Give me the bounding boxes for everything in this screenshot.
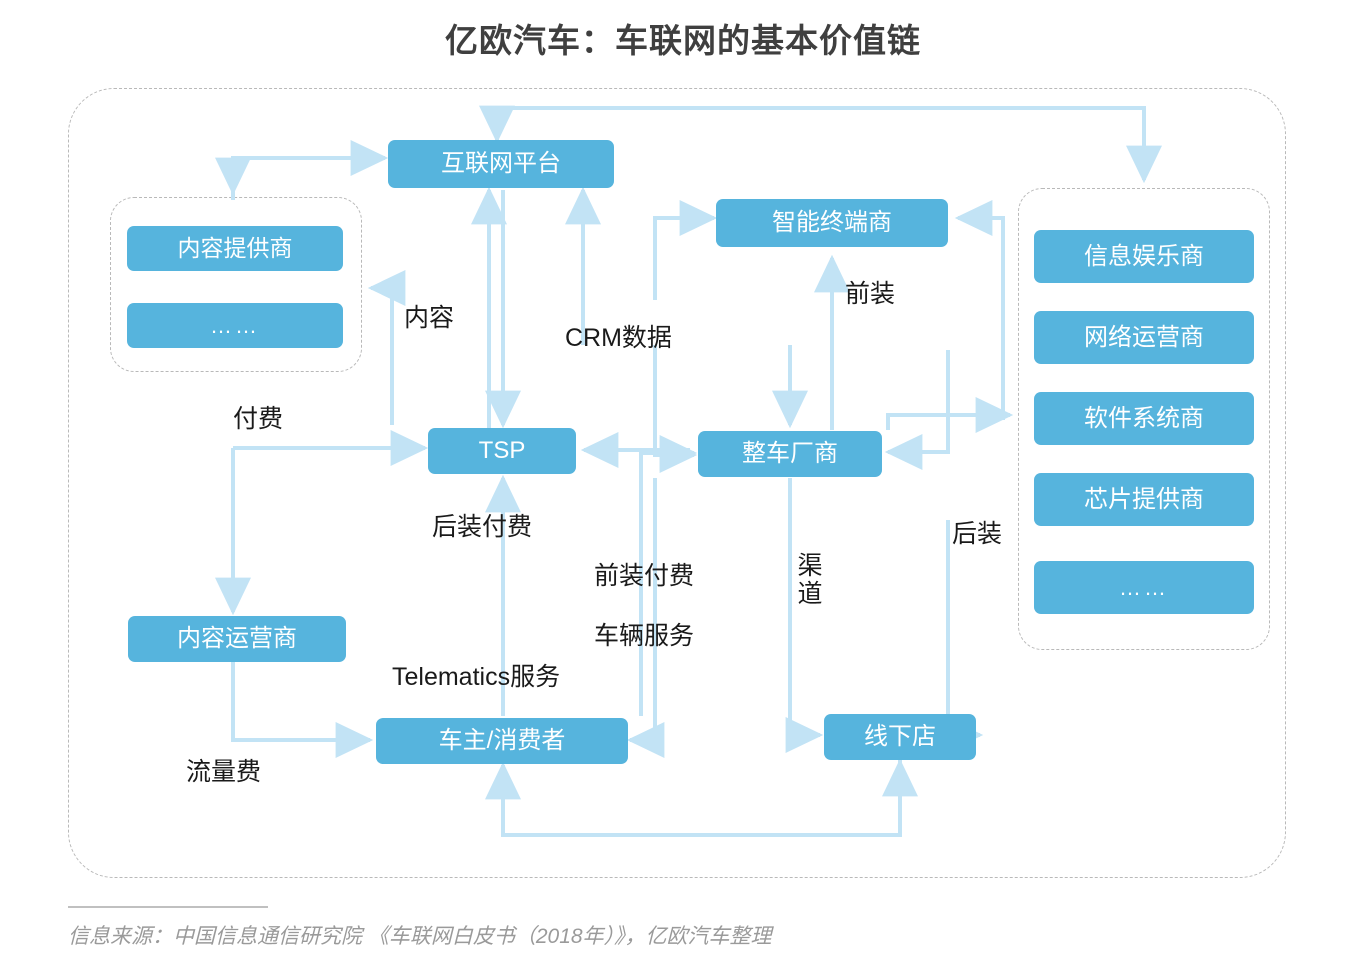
source-divider: [68, 906, 268, 908]
node-label: ……: [1119, 574, 1169, 600]
outer-boundary-frame: [68, 88, 1286, 878]
node-car-owner[interactable]: 车主/消费者: [376, 718, 628, 764]
edge-label-content: 内容: [404, 304, 455, 332]
edge-label-post-install: 后装: [952, 520, 1003, 548]
supplier-group-frame: [1018, 188, 1270, 650]
node-label: 芯片提供商: [1084, 485, 1204, 513]
edge-label-crm-data: CRM数据: [565, 324, 672, 352]
node-offline-store[interactable]: 线下店: [824, 714, 976, 760]
node-label: 内容提供商: [177, 235, 293, 261]
node-content-operator[interactable]: 内容运营商: [128, 616, 346, 662]
edge-label-vehicle-service: 车辆服务: [594, 622, 695, 650]
edge-label-data-fee: 流量费: [186, 758, 262, 786]
edge-label-telematics-service: Telematics服务: [392, 663, 561, 691]
node-internet-platform[interactable]: 互联网平台: [388, 140, 614, 188]
edge-label-pre-install-pay: 前装付费: [594, 562, 695, 590]
node-chip-provider[interactable]: 芯片提供商: [1034, 473, 1254, 526]
edge-label-pre-install: 前装: [845, 280, 896, 308]
edge-label-post-install-pay: 后装付费: [432, 513, 533, 541]
node-label: 智能终端商: [772, 209, 892, 236]
node-content-provider-more[interactable]: ……: [127, 303, 343, 348]
node-content-provider[interactable]: 内容提供商: [127, 226, 343, 271]
node-label: 软件系统商: [1084, 404, 1204, 432]
edge-label-pay: 付费: [233, 405, 284, 433]
node-label: 网络运营商: [1084, 323, 1204, 351]
page-title: 亿欧汽车：车联网的基本价值链: [445, 22, 921, 59]
node-label: TSP: [478, 437, 526, 464]
node-label: 车主/消费者: [438, 727, 566, 754]
node-label: 信息娱乐商: [1084, 242, 1204, 270]
node-oem[interactable]: 整车厂商: [698, 431, 882, 477]
source-note: 信息来源：中国信息通信研究院 《车联网白皮书（2018年）》，亿欧汽车整理: [68, 925, 772, 948]
node-label: 线下店: [864, 723, 936, 750]
node-label: ……: [210, 312, 260, 338]
node-label: 整车厂商: [742, 440, 838, 467]
node-suppliers-more[interactable]: ……: [1034, 561, 1254, 614]
node-software-system[interactable]: 软件系统商: [1034, 392, 1254, 445]
edge-label-channel: 渠道: [797, 552, 823, 608]
node-tsp[interactable]: TSP: [428, 428, 576, 474]
node-smart-terminal[interactable]: 智能终端商: [716, 199, 948, 247]
node-infotainment[interactable]: 信息娱乐商: [1034, 230, 1254, 283]
node-label: 互联网平台: [441, 150, 561, 177]
node-label: 内容运营商: [177, 625, 297, 652]
node-network-operator[interactable]: 网络运营商: [1034, 311, 1254, 364]
